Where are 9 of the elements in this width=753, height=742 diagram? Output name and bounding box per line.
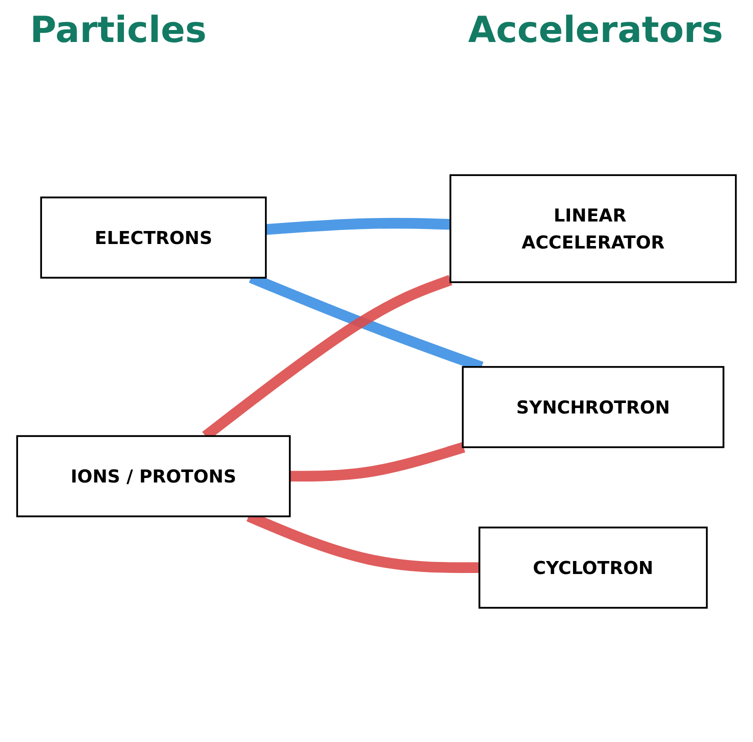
- node-box: LINEAR ACCELERATOR: [450, 174, 737, 284]
- node-box: CYCLOTRON: [478, 526, 708, 609]
- column-heading: Accelerators: [468, 10, 723, 51]
- connector: [265, 218, 451, 235]
- connector: [290, 442, 466, 482]
- node-box: SYNCHROTRON: [462, 366, 724, 448]
- column-heading: Particles: [30, 10, 207, 51]
- node-box: ELECTRONS: [40, 196, 267, 279]
- node-box: IONS / PROTONS: [16, 435, 291, 518]
